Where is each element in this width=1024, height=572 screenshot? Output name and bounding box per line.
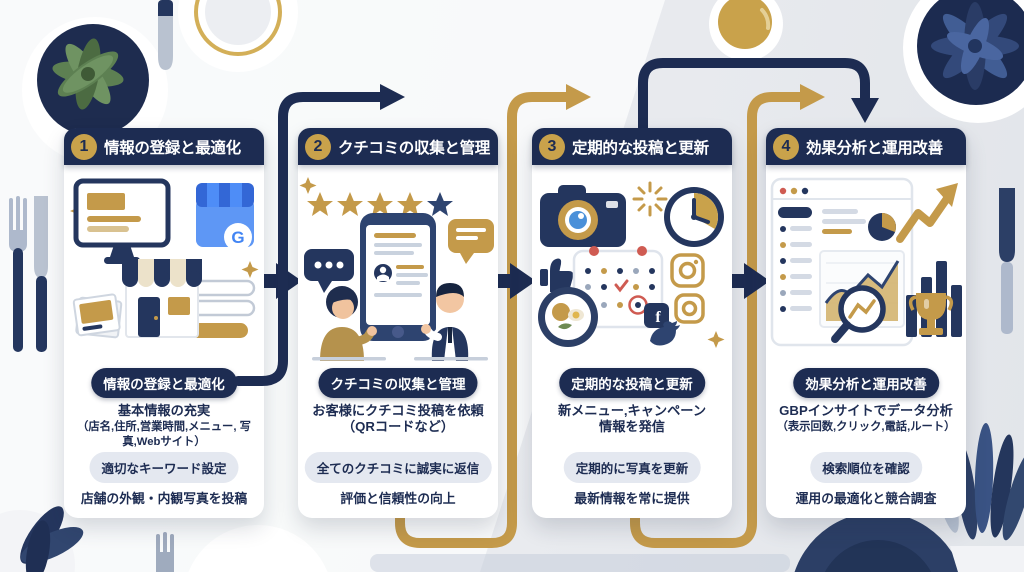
chat-bubble-icon xyxy=(448,219,494,264)
step-3-point-1-detail: 情報を発信 xyxy=(599,419,665,434)
sparkle-burst-icon xyxy=(632,181,668,217)
flow-arrow-step3-top-to-step4 xyxy=(638,58,879,137)
smartphone-review-icon xyxy=(360,213,436,341)
knife-icon xyxy=(999,188,1015,334)
food-plate-icon xyxy=(538,287,598,347)
navy-plate-icon xyxy=(794,512,962,572)
camera-icon xyxy=(540,185,626,247)
step-1-illustration: G xyxy=(64,165,264,365)
fork-icon xyxy=(9,196,27,352)
table-line xyxy=(414,357,488,361)
step-2-point-1-detail: （QRコードなど） xyxy=(341,419,455,434)
step-3-point-3: 最新情報を常に提供 xyxy=(574,491,690,506)
svg-text:G: G xyxy=(231,228,244,247)
fork-icon xyxy=(156,532,174,572)
magnifier-chart-icon xyxy=(831,285,886,343)
pie-chart-icon xyxy=(868,213,896,241)
step-2-point-1: お客様にクチコミ投稿を依頼 xyxy=(312,403,484,418)
step-4-point-1: GBPインサイトでデータ分析 xyxy=(779,403,953,418)
growth-arrow-icon xyxy=(896,183,958,243)
instagram-icon xyxy=(670,253,705,288)
step-2-number-badge: 2 xyxy=(305,133,331,160)
step-3-title: 定期的な投稿と更新 xyxy=(572,139,709,157)
succulent-plant-icon xyxy=(903,0,1024,123)
step-panel-1: 1 情報の登録と最適化 G xyxy=(64,128,264,518)
step-1-point-1-detail: （店名,住所,営業時間,メニュー, 写真,Webサイト） xyxy=(77,421,251,448)
computer-monitor-icon xyxy=(73,178,171,264)
step-panel-3: 3 定期的な投稿と更新 xyxy=(532,128,732,518)
step-3-point-1: 新メニュー,キャンペーン xyxy=(557,403,707,418)
step-panel-2: 2 クチコミの収集と管理 xyxy=(298,128,498,518)
step-1-title: 情報の登録と最適化 xyxy=(104,139,241,157)
step-1-pill: 情報の登録と最適化 xyxy=(91,368,237,398)
knife-icon xyxy=(34,196,48,352)
table-edge-shadow xyxy=(370,554,790,572)
sparkle-icon xyxy=(299,177,317,194)
step-3-header: 3 定期的な投稿と更新 xyxy=(532,128,732,165)
step-2-illustration xyxy=(298,165,498,365)
step-4-title: 効果分析と運用改善 xyxy=(806,139,943,157)
step-3-pill: 定期的な投稿と更新 xyxy=(559,368,705,398)
instagram-icon xyxy=(674,293,705,324)
step-3-point-2: 定期的に写真を更新 xyxy=(563,452,701,483)
thumbs-up-icon xyxy=(540,258,574,292)
step-2-point-2: 全てのクチコミに誠実に返信 xyxy=(304,452,492,483)
step-2-header: 2 クチコミの収集と管理 xyxy=(298,128,498,165)
gold-drink-icon xyxy=(709,0,783,61)
step-4-header: 4 効果分析と運用改善 xyxy=(766,128,966,165)
table-line xyxy=(312,357,386,361)
step-1-point-1: 基本情報の充実 xyxy=(117,403,211,418)
step-1-header: 1 情報の登録と最適化 xyxy=(64,128,264,165)
step-4-point-1-detail: （表示回数,クリック,電話,ルート） xyxy=(776,421,956,433)
bar-chart-icon xyxy=(906,261,962,337)
step-3-number-badge: 3 xyxy=(539,133,565,160)
step-1-number-badge: 1 xyxy=(71,133,97,160)
dinner-plate-icon xyxy=(188,525,328,572)
step-panel-4: 4 効果分析と運用改善 xyxy=(766,128,966,518)
dinner-plate-icon xyxy=(178,0,298,72)
step-4-pill: 効果分析と運用改善 xyxy=(793,368,939,398)
five-star-rating-icon xyxy=(307,192,453,216)
step-4-point-3: 運用の最適化と競合調査 xyxy=(795,491,937,506)
trophy-icon xyxy=(908,293,954,335)
step-3-illustration: f xyxy=(532,165,732,365)
svg-text:f: f xyxy=(655,309,661,326)
step-4-number-badge: 4 xyxy=(773,133,799,160)
step-2-point-3: 評価と信頼性の向上 xyxy=(340,491,456,506)
google-business-profile-icon: G xyxy=(196,183,254,251)
step-1-point-2: 適切なキーワード設定 xyxy=(89,452,239,483)
step-1-point-3: 店舗の外観・内観写真を投稿 xyxy=(80,491,248,506)
step-2-title: クチコミの収集と管理 xyxy=(338,139,491,157)
step-4-illustration xyxy=(766,165,966,365)
sparkle-icon xyxy=(241,261,259,278)
photo-stack-icon xyxy=(72,293,123,339)
clock-icon xyxy=(664,187,724,247)
knife-icon xyxy=(158,0,173,70)
step-2-pill: クチコミの収集と管理 xyxy=(318,368,478,398)
storefront-icon xyxy=(122,259,202,338)
chat-bubble-icon xyxy=(304,249,354,293)
sparkle-icon xyxy=(707,331,725,348)
step-4-point-2: 検索順位を確認 xyxy=(810,452,922,483)
